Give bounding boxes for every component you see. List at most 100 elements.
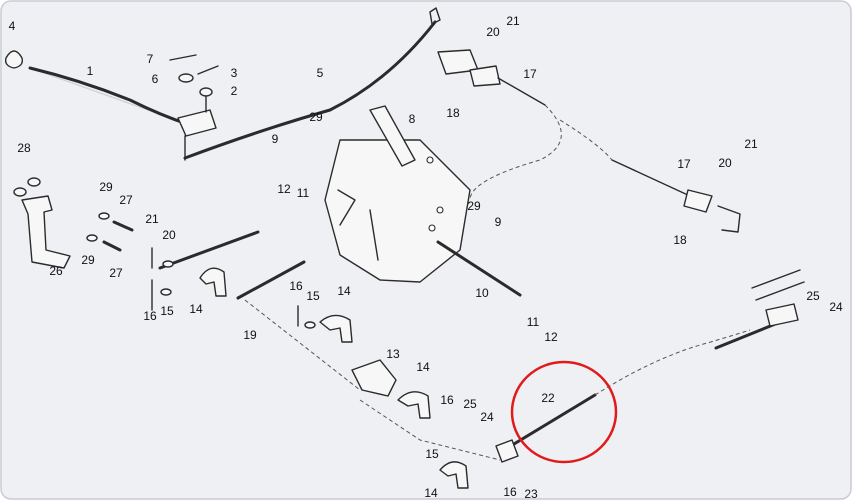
clip-part-14b <box>319 314 353 343</box>
plate-slot-left <box>337 189 356 226</box>
callout-c18a: 18 <box>446 106 460 120</box>
callout-c24a: 24 <box>829 300 843 314</box>
callout-c16c: 16 <box>440 393 454 407</box>
callout-c12b: 12 <box>544 330 558 344</box>
clip-part-14d <box>439 461 469 489</box>
lower-cable-assembly <box>244 269 805 463</box>
upper-cable-assembly <box>437 49 741 233</box>
callout-c1: 1 <box>87 64 94 78</box>
rod-5-end <box>429 7 441 25</box>
callout-c14d: 14 <box>424 486 438 500</box>
bolt-27-left-a <box>112 220 134 232</box>
cable-path-upper <box>469 104 613 201</box>
callout-c15a: 15 <box>160 304 174 318</box>
callout-c23: 23 <box>524 487 538 500</box>
callout-c27b: 27 <box>109 266 123 280</box>
cable-part-22 <box>502 393 597 452</box>
bracket-upper-right <box>717 205 741 233</box>
washer-part-6 <box>178 73 194 83</box>
pin-part-7 <box>169 54 197 61</box>
clevis-right <box>765 303 799 327</box>
callout-c19: 19 <box>243 328 257 342</box>
callout-c14b: 14 <box>337 284 351 298</box>
callout-c11a: 11 <box>297 186 310 200</box>
callout-c20a: 20 <box>486 25 500 39</box>
rod-shadow <box>29 67 191 126</box>
pivot-part-13 <box>351 359 397 397</box>
callout-c29d: 29 <box>467 199 481 213</box>
callout-c29c: 29 <box>81 253 95 267</box>
cable-end-17b <box>611 159 691 197</box>
callout-c9a: 9 <box>272 132 279 146</box>
lower-left-cables <box>151 230 353 343</box>
pivot-bracket <box>177 109 217 137</box>
callout-c9b: 9 <box>495 215 502 229</box>
callout-c15b: 15 <box>306 289 320 303</box>
washer-part-20b <box>162 260 174 268</box>
callout-c20b: 20 <box>162 228 176 242</box>
central-plate-part-8 <box>324 105 471 283</box>
shift-rod-assembly <box>4 50 192 127</box>
callout-c21b: 21 <box>145 212 159 226</box>
callout-c15c: 15 <box>425 447 439 461</box>
bracket-part-26 <box>21 195 71 269</box>
bolt-27-left-b <box>102 240 122 252</box>
callout-c21a: 21 <box>506 14 520 28</box>
rod-part-5 <box>183 20 437 160</box>
clevis-part-17b <box>683 189 713 213</box>
plate-hole-2 <box>436 206 444 214</box>
callout-c25a: 25 <box>806 289 820 303</box>
nut-part-28b <box>27 177 41 187</box>
callout-c10: 10 <box>475 286 489 300</box>
callout-c11b: 11 <box>527 315 540 329</box>
cable-end-17a <box>497 77 546 106</box>
callout-c14a: 14 <box>189 302 203 316</box>
callout-c6: 6 <box>152 72 159 86</box>
pin-part-3 <box>197 65 219 75</box>
rod-part-10 <box>436 240 522 297</box>
nut-part-28a <box>13 187 27 197</box>
callout-c29a: 29 <box>309 110 323 124</box>
washer-29-left-b <box>86 234 98 242</box>
plate-tube <box>369 105 416 167</box>
knob-part-4 <box>4 50 24 69</box>
callout-c25b: 25 <box>463 397 477 411</box>
highlight-circle <box>510 360 618 464</box>
callout-c7: 7 <box>147 52 154 66</box>
bracket-right <box>751 269 805 301</box>
washer-part-15b <box>304 321 316 329</box>
clip-part-14c <box>397 391 431 419</box>
washer-part-15a <box>160 288 172 296</box>
cable-path-lower <box>594 329 751 396</box>
callout-c24b: 24 <box>480 410 494 424</box>
pivot-parts <box>169 54 219 161</box>
callout-c27a: 27 <box>119 193 133 207</box>
callout-c17a: 17 <box>523 67 537 81</box>
washer-29-left-a <box>98 212 110 220</box>
callout-c18b: 18 <box>673 233 687 247</box>
cable-rod-lower <box>236 260 306 300</box>
plate-slot-right <box>369 209 379 261</box>
plate-body <box>324 139 471 283</box>
bolts-left <box>86 212 134 252</box>
cable-path-lower-left <box>244 299 501 461</box>
callout-c4: 4 <box>9 19 16 33</box>
washer-part-2 <box>199 87 213 97</box>
callout-c3: 3 <box>231 66 238 80</box>
callout-c21c: 21 <box>744 137 758 151</box>
callout-c2: 2 <box>231 84 238 98</box>
clevis-part-17a <box>469 65 501 87</box>
callout-c16a: 16 <box>143 309 157 323</box>
callout-c17b: 17 <box>677 157 691 171</box>
plate-hole-1 <box>426 156 434 164</box>
callout-c5: 5 <box>317 66 324 80</box>
rod-part-1 <box>28 66 192 127</box>
callout-c16d: 16 <box>503 485 517 499</box>
callout-c16b: 16 <box>289 279 303 293</box>
callout-c22: 22 <box>541 391 555 405</box>
clevis-part-23 <box>495 439 519 463</box>
plate-hole-3 <box>428 224 436 232</box>
